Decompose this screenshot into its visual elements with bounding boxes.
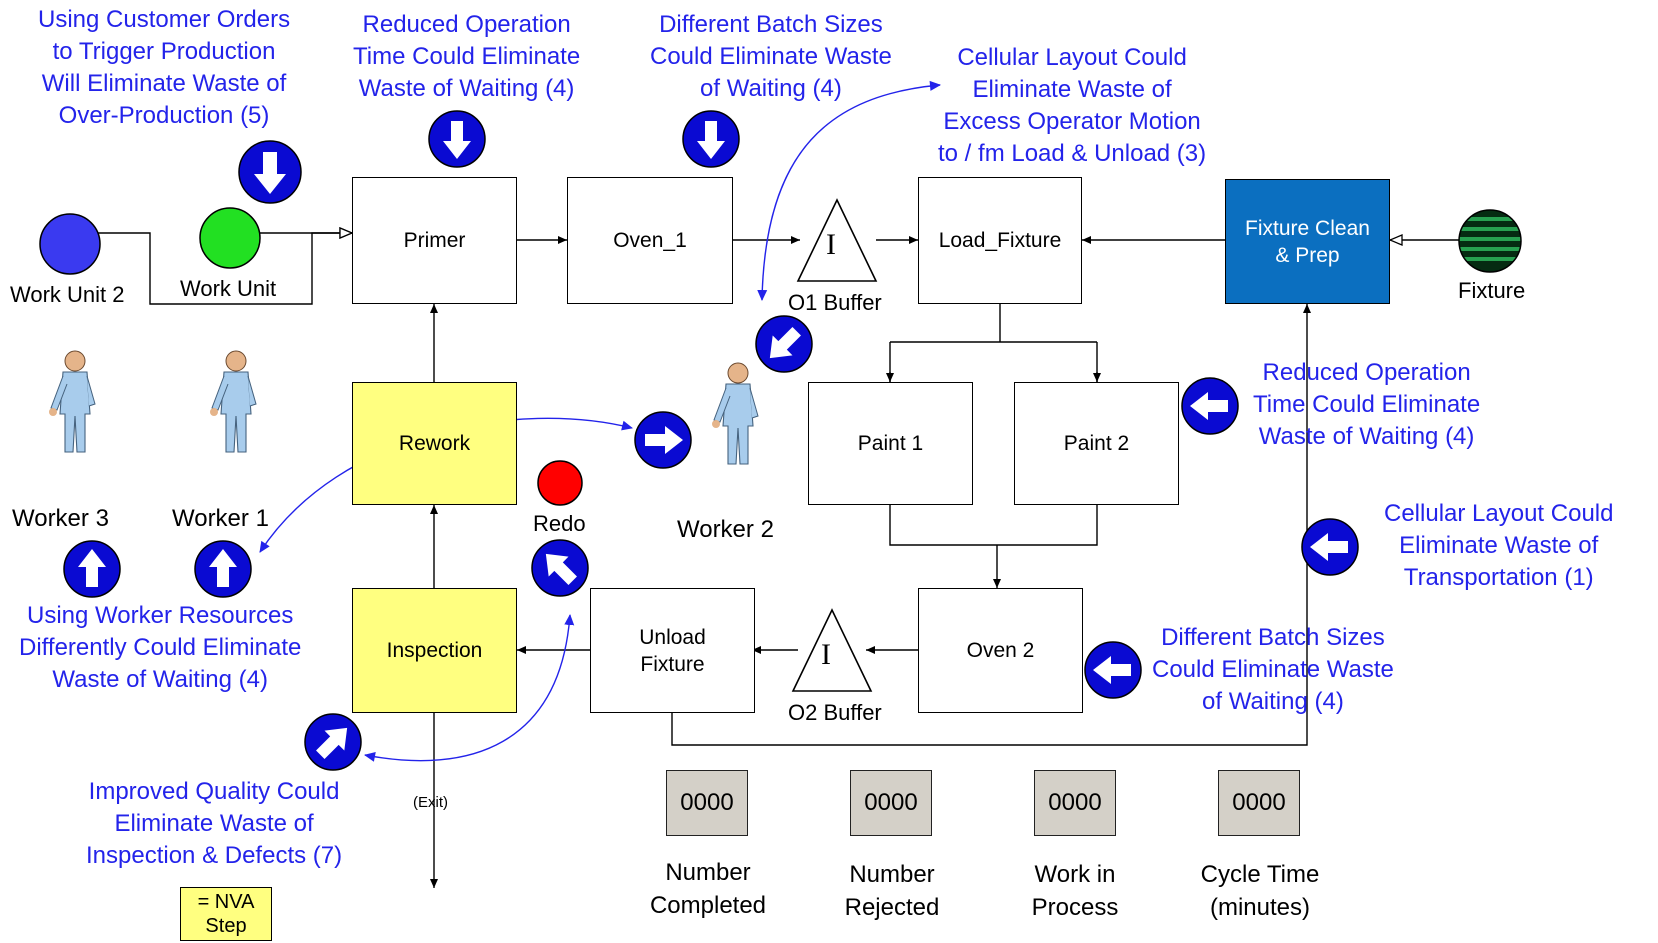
primer-label: Primer: [404, 227, 466, 254]
counter-label-cycle-time: Cycle Time (minutes): [1180, 858, 1340, 924]
fixture-icon: [1455, 210, 1525, 272]
arrow-down-icon-customer: [239, 141, 301, 203]
arrow-up-icon-worker1: [195, 541, 251, 597]
arrow-right-icon-worker2: [635, 412, 691, 468]
work-unit-circle: [200, 208, 260, 268]
annotation-reduced-op-paint: Reduced Operation Time Could Eliminate W…: [1253, 357, 1480, 453]
annotation-worker-resources: Using Worker Resources Differently Could…: [19, 600, 301, 696]
annotation-improved-quality: Improved Quality Could Eliminate Waste o…: [86, 776, 342, 872]
o2-buffer-label: O2 Buffer: [788, 700, 882, 726]
annotation-reduced-op-primer: Reduced Operation Time Could Eliminate W…: [353, 9, 580, 105]
o1-buffer-label: O1 Buffer: [788, 290, 882, 316]
inspection-box[interactable]: Inspection: [352, 588, 517, 713]
annotation-cellular-operator: Cellular Layout Could Eliminate Waste of…: [938, 42, 1206, 170]
annotation-cellular-transport: Cellular Layout Could Eliminate Waste of…: [1384, 498, 1613, 594]
arrow-upleft-icon-redo: [520, 528, 599, 607]
arrow-down-icon-batch: [683, 111, 739, 167]
worker-2-label: Worker 2: [677, 516, 774, 544]
o1-buffer-symbol: [798, 200, 876, 281]
arrow-left-icon-paint: [1182, 378, 1238, 434]
work-unit-2-circle: [40, 214, 100, 274]
oven-1-box[interactable]: Oven_1: [567, 177, 733, 304]
o2-buffer-glyph: I: [821, 638, 831, 672]
o1-buffer-glyph: I: [826, 228, 836, 262]
counter-label-rejected: Number Rejected: [822, 858, 962, 924]
annotation-batch-sizes-top: Different Batch Sizes Could Eliminate Wa…: [650, 9, 892, 105]
paint-1-box[interactable]: Paint 1: [808, 382, 973, 505]
counter-value: 0000: [864, 789, 917, 817]
arrow-down-icon-primer: [429, 111, 485, 167]
redo-label: Redo: [533, 511, 586, 537]
rework-box[interactable]: Rework: [352, 382, 517, 505]
fixture-label: Fixture: [1458, 278, 1525, 304]
redo-circle: [538, 461, 582, 505]
work-unit-label: Work Unit: [180, 276, 276, 302]
arrow-upright-icon-quality: [293, 702, 372, 781]
fixture-clean-box[interactable]: Fixture Clean & Prep: [1225, 179, 1390, 304]
unload-fixture-box[interactable]: Unload Fixture: [590, 588, 755, 713]
nva-legend-label: = NVA Step: [198, 890, 255, 938]
paint-2-label: Paint 2: [1064, 430, 1129, 457]
inspection-label: Inspection: [387, 637, 483, 664]
connector-paints-oven2: [890, 505, 1097, 588]
oven-1-label: Oven_1: [613, 227, 687, 254]
oven-2-label: Oven 2: [967, 637, 1035, 664]
unload-fixture-label: Unload Fixture: [639, 624, 706, 678]
o2-buffer-symbol: [793, 610, 871, 691]
worker-3-label: Worker 3: [12, 505, 109, 533]
oven-2-box[interactable]: Oven 2: [918, 588, 1083, 713]
annotation-customer-orders: Using Customer Orders to Trigger Product…: [38, 4, 290, 132]
counter-cycle-time: 0000: [1218, 770, 1300, 836]
counter-label-wip: Work in Process: [1005, 858, 1145, 924]
primer-box[interactable]: Primer: [352, 177, 517, 304]
counter-value: 0000: [1232, 789, 1285, 817]
fixture-clean-label: Fixture Clean & Prep: [1245, 215, 1370, 269]
counter-work-in-process: 0000: [1034, 770, 1116, 836]
rework-label: Rework: [399, 430, 470, 457]
worker-1-label: Worker 1: [172, 505, 269, 533]
arrow-downleft-icon-worker2: [744, 304, 823, 383]
load-fixture-box[interactable]: Load_Fixture: [918, 177, 1082, 304]
annotation-batch-sizes-bottom: Different Batch Sizes Could Eliminate Wa…: [1152, 622, 1394, 718]
paint-2-box[interactable]: Paint 2: [1014, 382, 1179, 505]
counter-number-completed: 0000: [666, 770, 748, 836]
arrow-up-icon-worker3: [64, 541, 120, 597]
counter-value: 0000: [680, 789, 733, 817]
nva-legend: = NVA Step: [180, 887, 272, 941]
worker-1-figure: [210, 351, 256, 452]
load-fixture-label: Load_Fixture: [939, 227, 1062, 254]
counter-number-rejected: 0000: [850, 770, 932, 836]
paint-1-label: Paint 1: [858, 430, 923, 457]
counter-value: 0000: [1048, 789, 1101, 817]
exit-label: (Exit): [413, 794, 448, 811]
connector-load-paints: [890, 304, 1097, 382]
work-unit-2-label: Work Unit 2: [10, 282, 125, 308]
worker-2-figure: [712, 363, 758, 464]
arrow-left-icon-transport: [1302, 519, 1358, 575]
worker-3-figure: [49, 351, 95, 452]
arrow-left-icon-oven2: [1085, 642, 1141, 698]
counter-label-completed: Number Completed: [638, 856, 778, 922]
